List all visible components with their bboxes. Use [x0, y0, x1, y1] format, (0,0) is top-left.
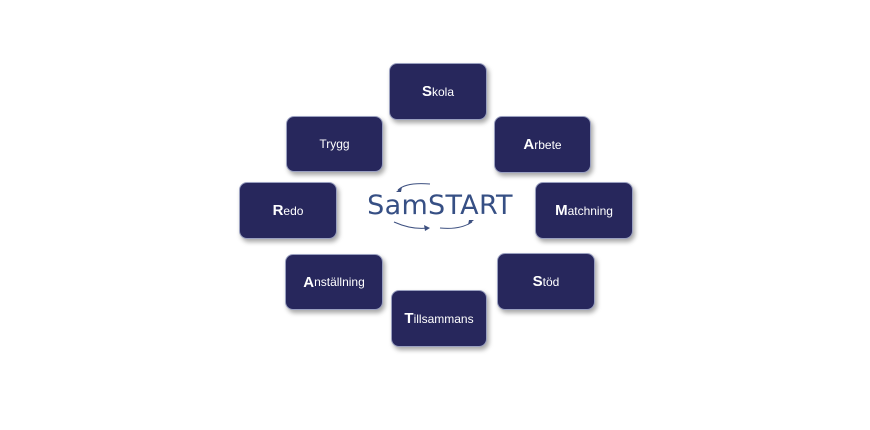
- node-skola-label: kola: [432, 84, 455, 99]
- node-matchning-label: atchning: [567, 203, 613, 218]
- cycle-arrows-icon: [393, 183, 474, 231]
- node-stod-label: töd: [542, 274, 560, 289]
- node-arbete-initial: A: [523, 136, 535, 153]
- node-redo-label: edo: [283, 203, 304, 218]
- node-anstallning-label: nställning: [314, 275, 365, 289]
- center-title: SamSTART: [367, 190, 513, 221]
- node-stod-initial: S: [532, 273, 543, 290]
- node-anstallning-initial: A: [303, 273, 315, 291]
- node-skola-initial: S: [421, 83, 432, 100]
- node-tillsammans-label: illsammans: [413, 311, 474, 326]
- node-arbete-label: rbete: [534, 137, 562, 152]
- node-matchning-initial: M: [555, 202, 568, 219]
- node-tillsammans-initial: T: [404, 310, 414, 327]
- node-trygg: Trygg: [286, 116, 383, 172]
- node-trygg-label: Trygg: [319, 137, 350, 151]
- node-redo-initial: R: [272, 202, 284, 219]
